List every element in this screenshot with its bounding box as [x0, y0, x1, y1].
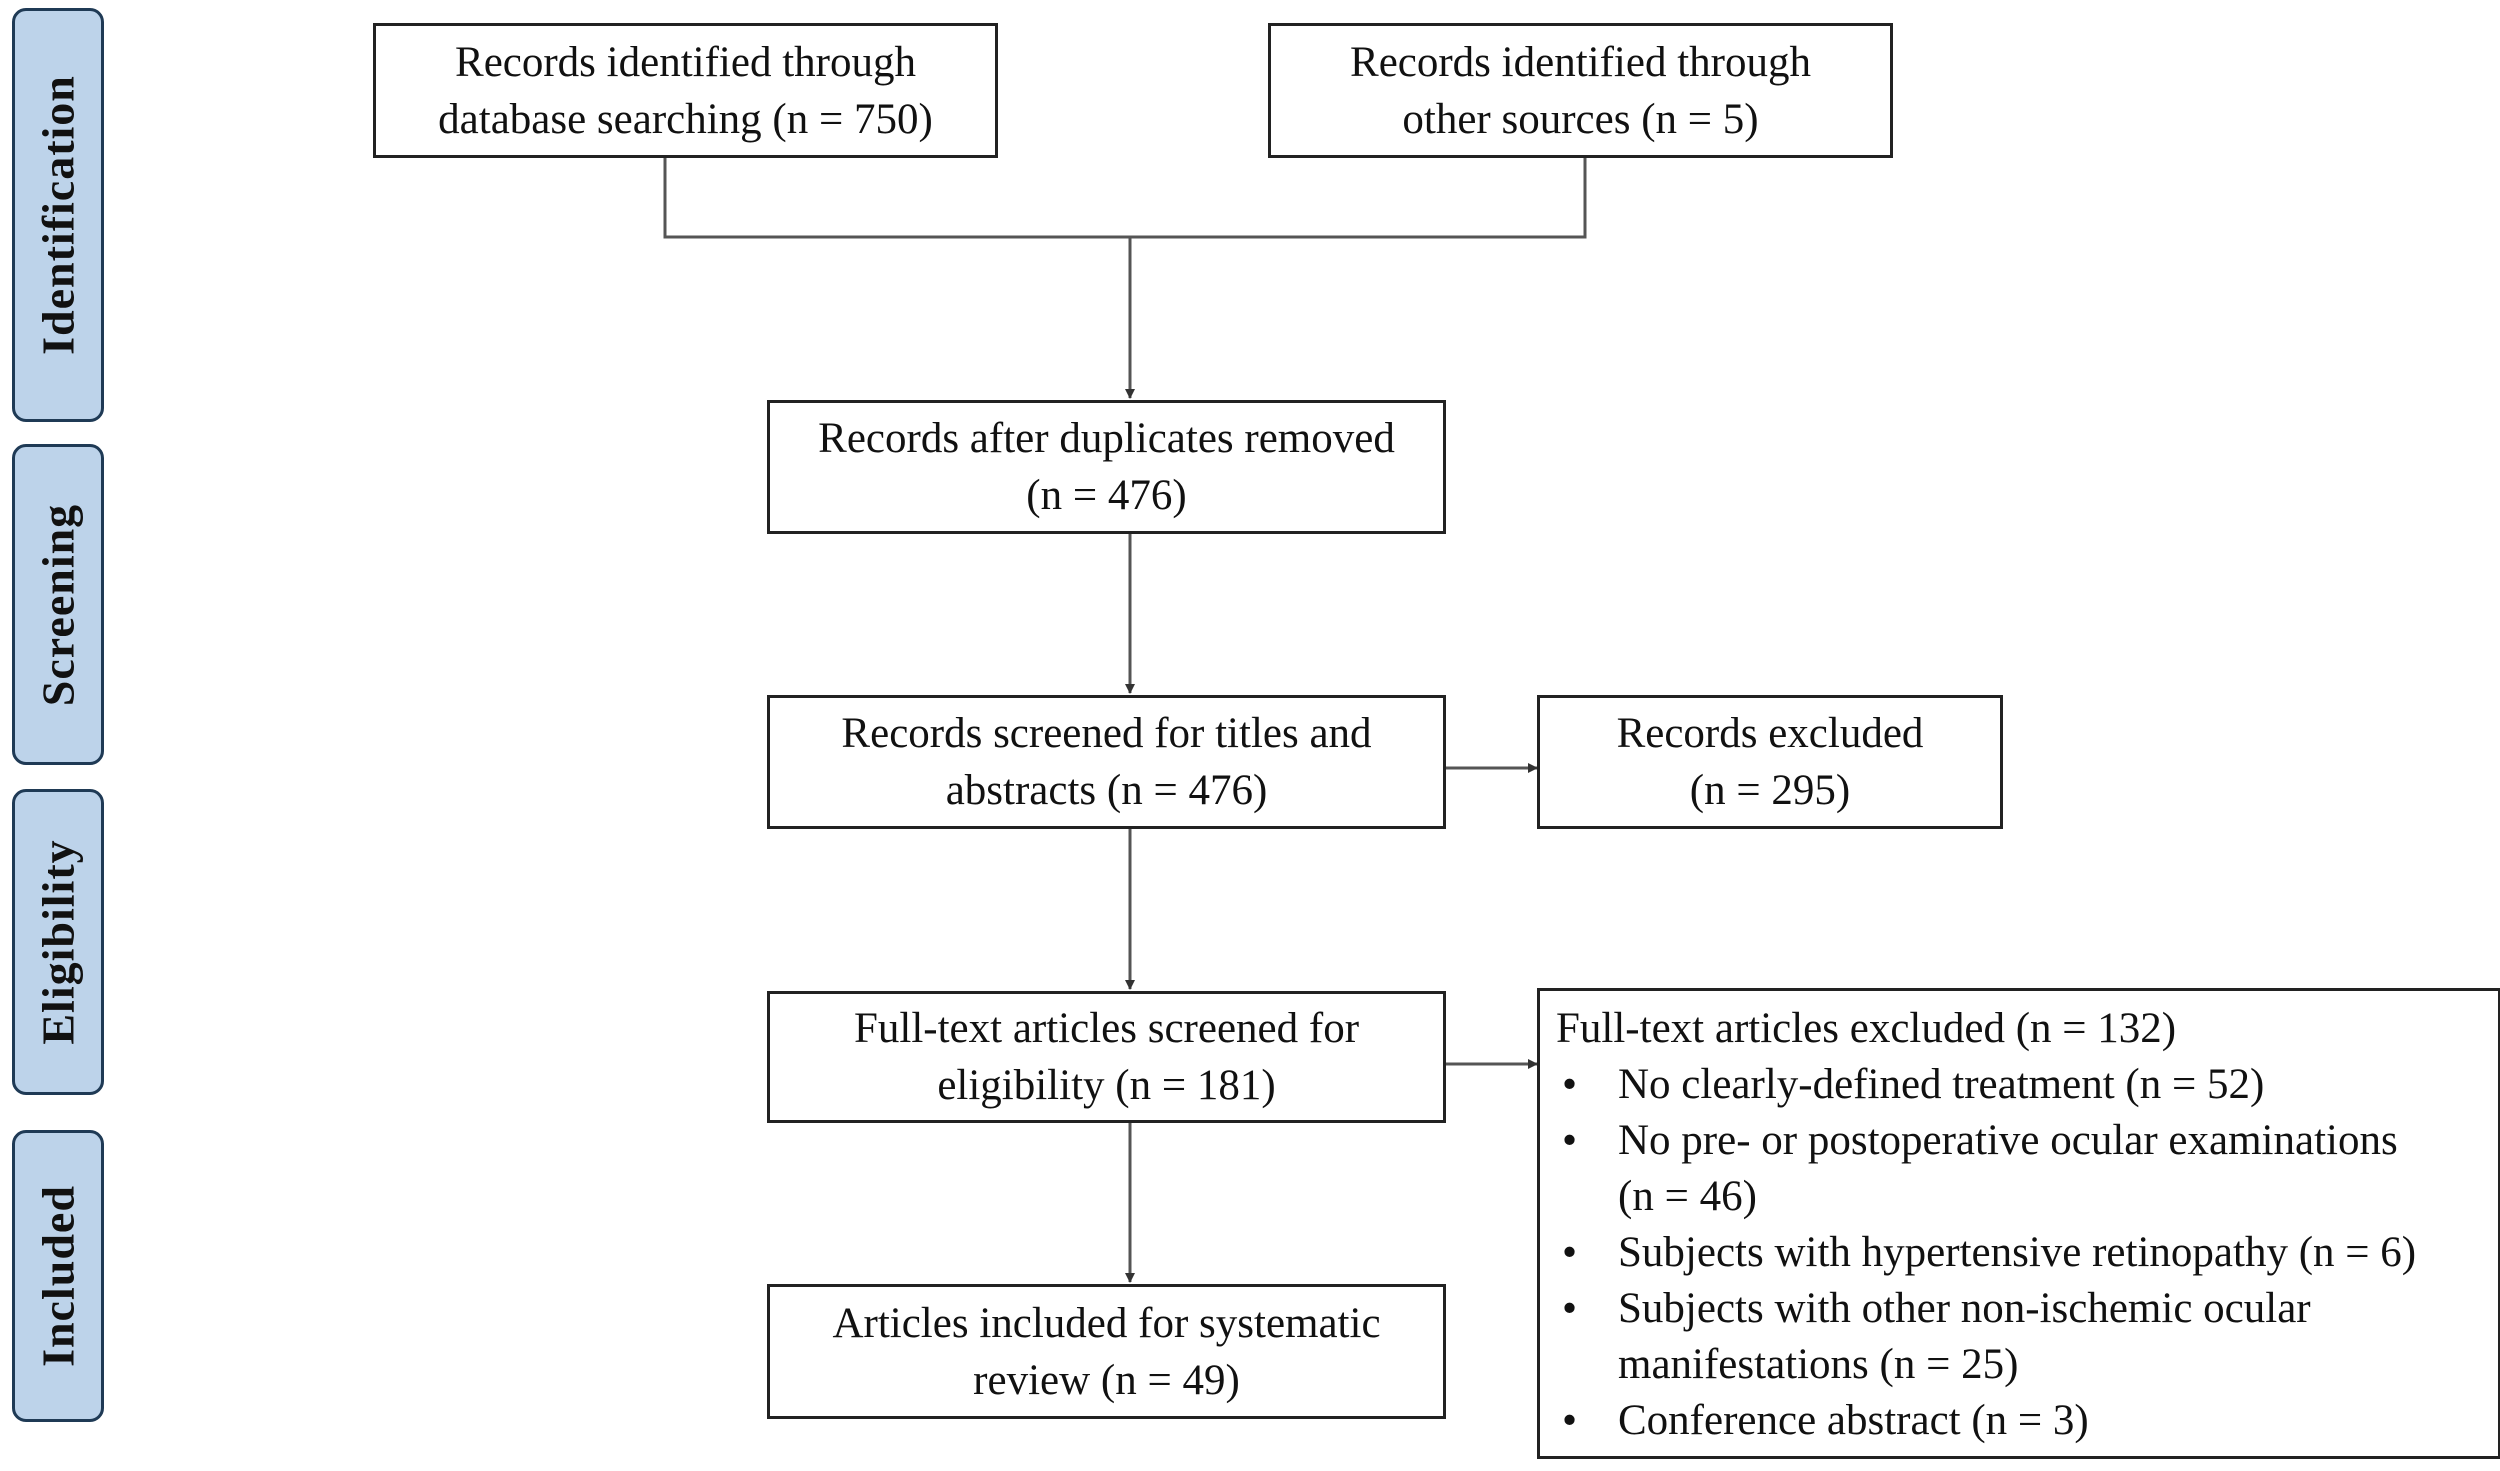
reason-line: manifestations (n = 25): [1618, 1341, 2019, 1388]
exclusion-reason: • Subjects with hypertensive retinopathy…: [1556, 1225, 2484, 1281]
exclusion-reason: • No pre- or postoperative ocular examin…: [1556, 1113, 2484, 1225]
box-fulltext-screened: Full-text articles screened for eligibil…: [767, 991, 1446, 1123]
box-other-sources: Records identified through other sources…: [1268, 23, 1893, 158]
box-line: other sources (n = 5): [1402, 95, 1759, 143]
exclusion-reason-list: • No clearly-defined treatment (n = 52) …: [1556, 1057, 2484, 1449]
reason-line: Subjects with other non-ischemic ocular: [1618, 1285, 2311, 1332]
stage-identification: Identification: [12, 8, 104, 422]
box-line: Records identified through: [1350, 38, 1811, 86]
box-line: Articles included for systematic: [832, 1299, 1381, 1347]
box-line: abstracts (n = 476): [945, 767, 1268, 814]
reason-line: Conference abstract (n = 3): [1618, 1397, 2089, 1444]
stage-included: Included: [12, 1130, 104, 1422]
stage-included-label: Included: [32, 1185, 84, 1367]
exclusion-reason: • No clearly-defined treatment (n = 52): [1556, 1057, 2484, 1113]
merge-connector: [663, 158, 1587, 239]
box-line: Records after duplicates removed: [818, 415, 1395, 462]
bullet-icon: •: [1562, 1397, 1578, 1444]
box-line: Records screened for titles and: [841, 710, 1372, 757]
box-after-duplicates: Records after duplicates removed (n = 47…: [767, 400, 1446, 534]
reason-line: Subjects with hypertensive retinopathy (…: [1618, 1229, 2417, 1276]
stage-eligibility-label: Eligibility: [32, 839, 84, 1045]
bullet-icon: •: [1562, 1117, 1578, 1164]
bullet-icon: •: [1562, 1285, 1578, 1332]
box-records-screened: Records screened for titles and abstract…: [767, 695, 1446, 829]
reason-line: No clearly-defined treatment (n = 52): [1618, 1061, 2265, 1108]
box-line: review (n = 49): [973, 1356, 1240, 1404]
stage-identification-label: Identification: [32, 75, 84, 355]
bullet-icon: •: [1562, 1061, 1578, 1108]
box-line: Records identified through: [455, 38, 916, 86]
box-line: Records excluded: [1616, 710, 1924, 757]
box-line: database searching (n = 750): [438, 95, 933, 143]
box-fulltext-excluded: Full-text articles excluded (n = 132) • …: [1537, 988, 2500, 1459]
exclusion-reason: • Subjects with other non-ischemic ocula…: [1556, 1281, 2484, 1393]
box-records-excluded: Records excluded (n = 295): [1537, 695, 2003, 829]
box-line: (n = 295): [1689, 767, 1851, 814]
box-line: (n = 476): [1026, 472, 1187, 519]
exclusion-reason: • Conference abstract (n = 3): [1556, 1393, 2484, 1449]
box-database-records: Records identified through database sear…: [373, 23, 998, 158]
box-articles-included: Articles included for systematic review …: [767, 1284, 1446, 1419]
reason-line: (n = 46): [1618, 1173, 1757, 1220]
box-line: eligibility (n = 181): [937, 1062, 1276, 1109]
stage-eligibility: Eligibility: [12, 789, 104, 1095]
bullet-icon: •: [1562, 1229, 1578, 1276]
stage-screening-label: Screening: [32, 503, 84, 706]
box-line: Full-text articles screened for: [853, 1005, 1360, 1052]
reason-line: No pre- or postoperative ocular examinat…: [1618, 1117, 2398, 1164]
fulltext-excluded-title: Full-text articles excluded (n = 132): [1556, 1005, 2177, 1052]
stage-screening: Screening: [12, 444, 104, 765]
